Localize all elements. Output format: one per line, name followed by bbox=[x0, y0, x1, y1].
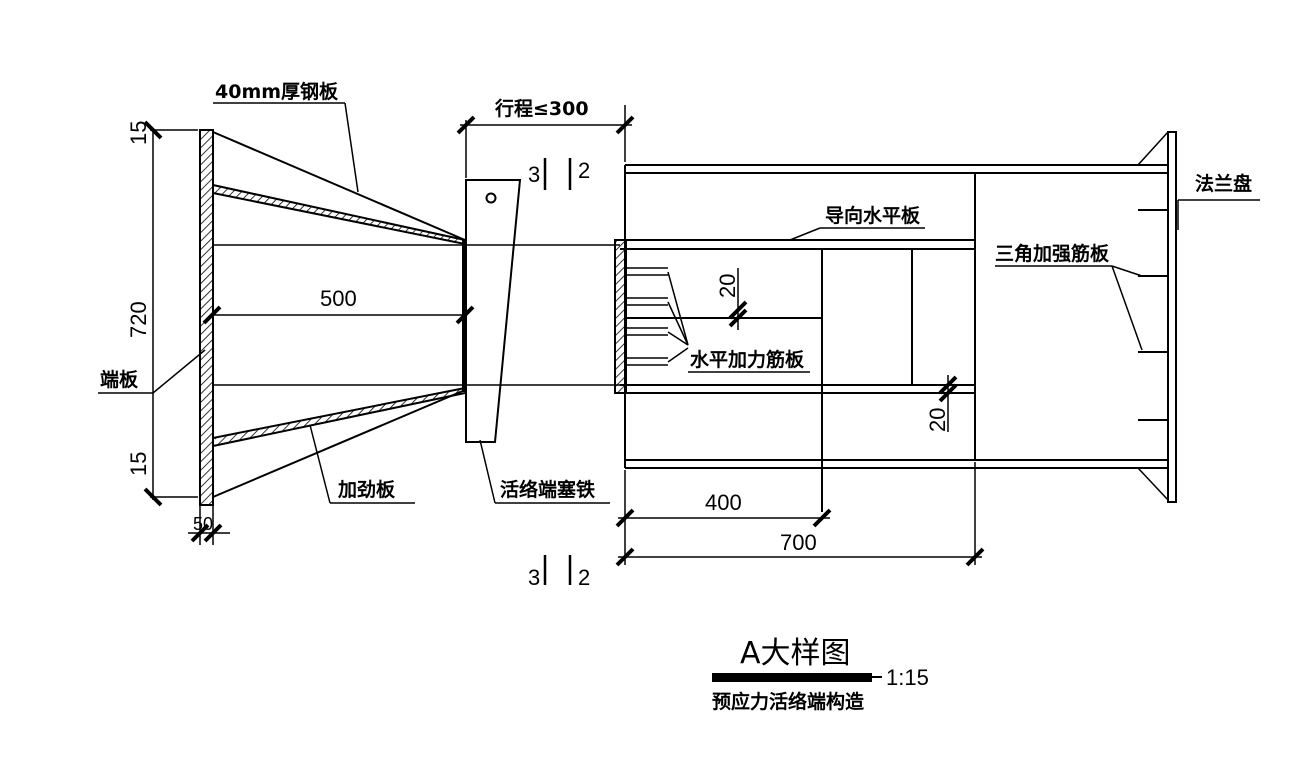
flange-plate bbox=[1167, 131, 1177, 503]
tick-500-left bbox=[202, 305, 222, 325]
label-section-left-lower: 3 bbox=[528, 565, 540, 590]
label-guide-plate: 导向水平板 bbox=[825, 204, 921, 227]
dim-700: 700 bbox=[780, 530, 817, 555]
label-stroke: 行程≤300 bbox=[494, 97, 589, 120]
tick-20-lower-a bbox=[938, 375, 958, 395]
leader-tri-rib-b bbox=[1111, 265, 1143, 351]
title: A大样图 bbox=[740, 636, 851, 671]
tick-50-right bbox=[203, 523, 223, 543]
cone-bottom-outer bbox=[212, 389, 466, 498]
leader-wedge bbox=[479, 439, 496, 504]
label-flange: 法兰盘 bbox=[1195, 172, 1252, 195]
cone-top-rib-a bbox=[212, 184, 466, 241]
dim-400: 400 bbox=[705, 490, 742, 515]
dim-top-15: 15 bbox=[126, 121, 151, 145]
dim-20-upper: 20 bbox=[715, 274, 740, 298]
cone-top-outer bbox=[212, 131, 466, 241]
leader-tri-rib-a bbox=[1111, 265, 1143, 277]
leader-h-rib-d bbox=[667, 347, 689, 363]
tick-20-lower-b bbox=[938, 383, 958, 403]
label-triangle-rib: 三角加强筋板 bbox=[995, 242, 1110, 265]
label-wedge: 活络端塞铁 bbox=[500, 478, 595, 501]
wedge-hole bbox=[485, 192, 497, 204]
leader-h-rib-b bbox=[667, 301, 689, 346]
inner-bearing-plate bbox=[614, 239, 627, 394]
dim-720: 720 bbox=[126, 301, 151, 338]
title-underline-thick bbox=[712, 673, 872, 682]
tick-20-upper-b bbox=[728, 308, 748, 328]
leader-h-rib-c bbox=[667, 331, 689, 346]
label-end-plate: 端板 bbox=[100, 368, 139, 391]
label-section-right-upper: 2 bbox=[578, 158, 590, 183]
label-horizontal-rib: 水平加力筋板 bbox=[690, 348, 805, 371]
label-section-left-upper: 3 bbox=[528, 162, 540, 187]
label-section-right-lower: 2 bbox=[578, 565, 590, 590]
tick-700-right bbox=[965, 547, 985, 567]
label-steel-plate: 40mm厚钢板 bbox=[215, 80, 339, 103]
dim-500: 500 bbox=[320, 286, 357, 311]
flange-taper-bottom bbox=[1137, 467, 1169, 501]
tick-left-top bbox=[143, 120, 163, 140]
dim-20-lower: 20 bbox=[925, 408, 950, 432]
tick-50-left bbox=[190, 523, 210, 543]
title-subtitle: 预应力活络端构造 bbox=[712, 690, 865, 713]
title-scale: 1:15 bbox=[886, 665, 929, 690]
leader-steel-plate bbox=[344, 102, 359, 193]
label-stiffener: 加劲板 bbox=[337, 478, 396, 501]
dim-bottom-15: 15 bbox=[126, 452, 151, 476]
leader-guide-plate bbox=[789, 227, 821, 241]
dim-50: 50 bbox=[193, 514, 213, 534]
tick-stroke-right bbox=[615, 115, 635, 135]
leader-h-rib-a bbox=[667, 271, 689, 346]
tick-400-right bbox=[812, 508, 832, 528]
flange-taper-top bbox=[1137, 131, 1169, 166]
wedge bbox=[465, 179, 522, 443]
end-plate bbox=[199, 129, 214, 506]
tick-20-upper-a bbox=[728, 300, 748, 320]
top-stiffener-hatch bbox=[215, 186, 463, 244]
bottom-stiffener-hatch bbox=[215, 388, 463, 446]
leader-stiffener bbox=[309, 424, 331, 504]
tick-700-left bbox=[615, 547, 635, 567]
tick-stroke-left bbox=[456, 115, 476, 135]
tick-left-bottom bbox=[143, 487, 163, 507]
leader-end-plate bbox=[152, 349, 206, 394]
tick-400-left bbox=[615, 508, 635, 528]
